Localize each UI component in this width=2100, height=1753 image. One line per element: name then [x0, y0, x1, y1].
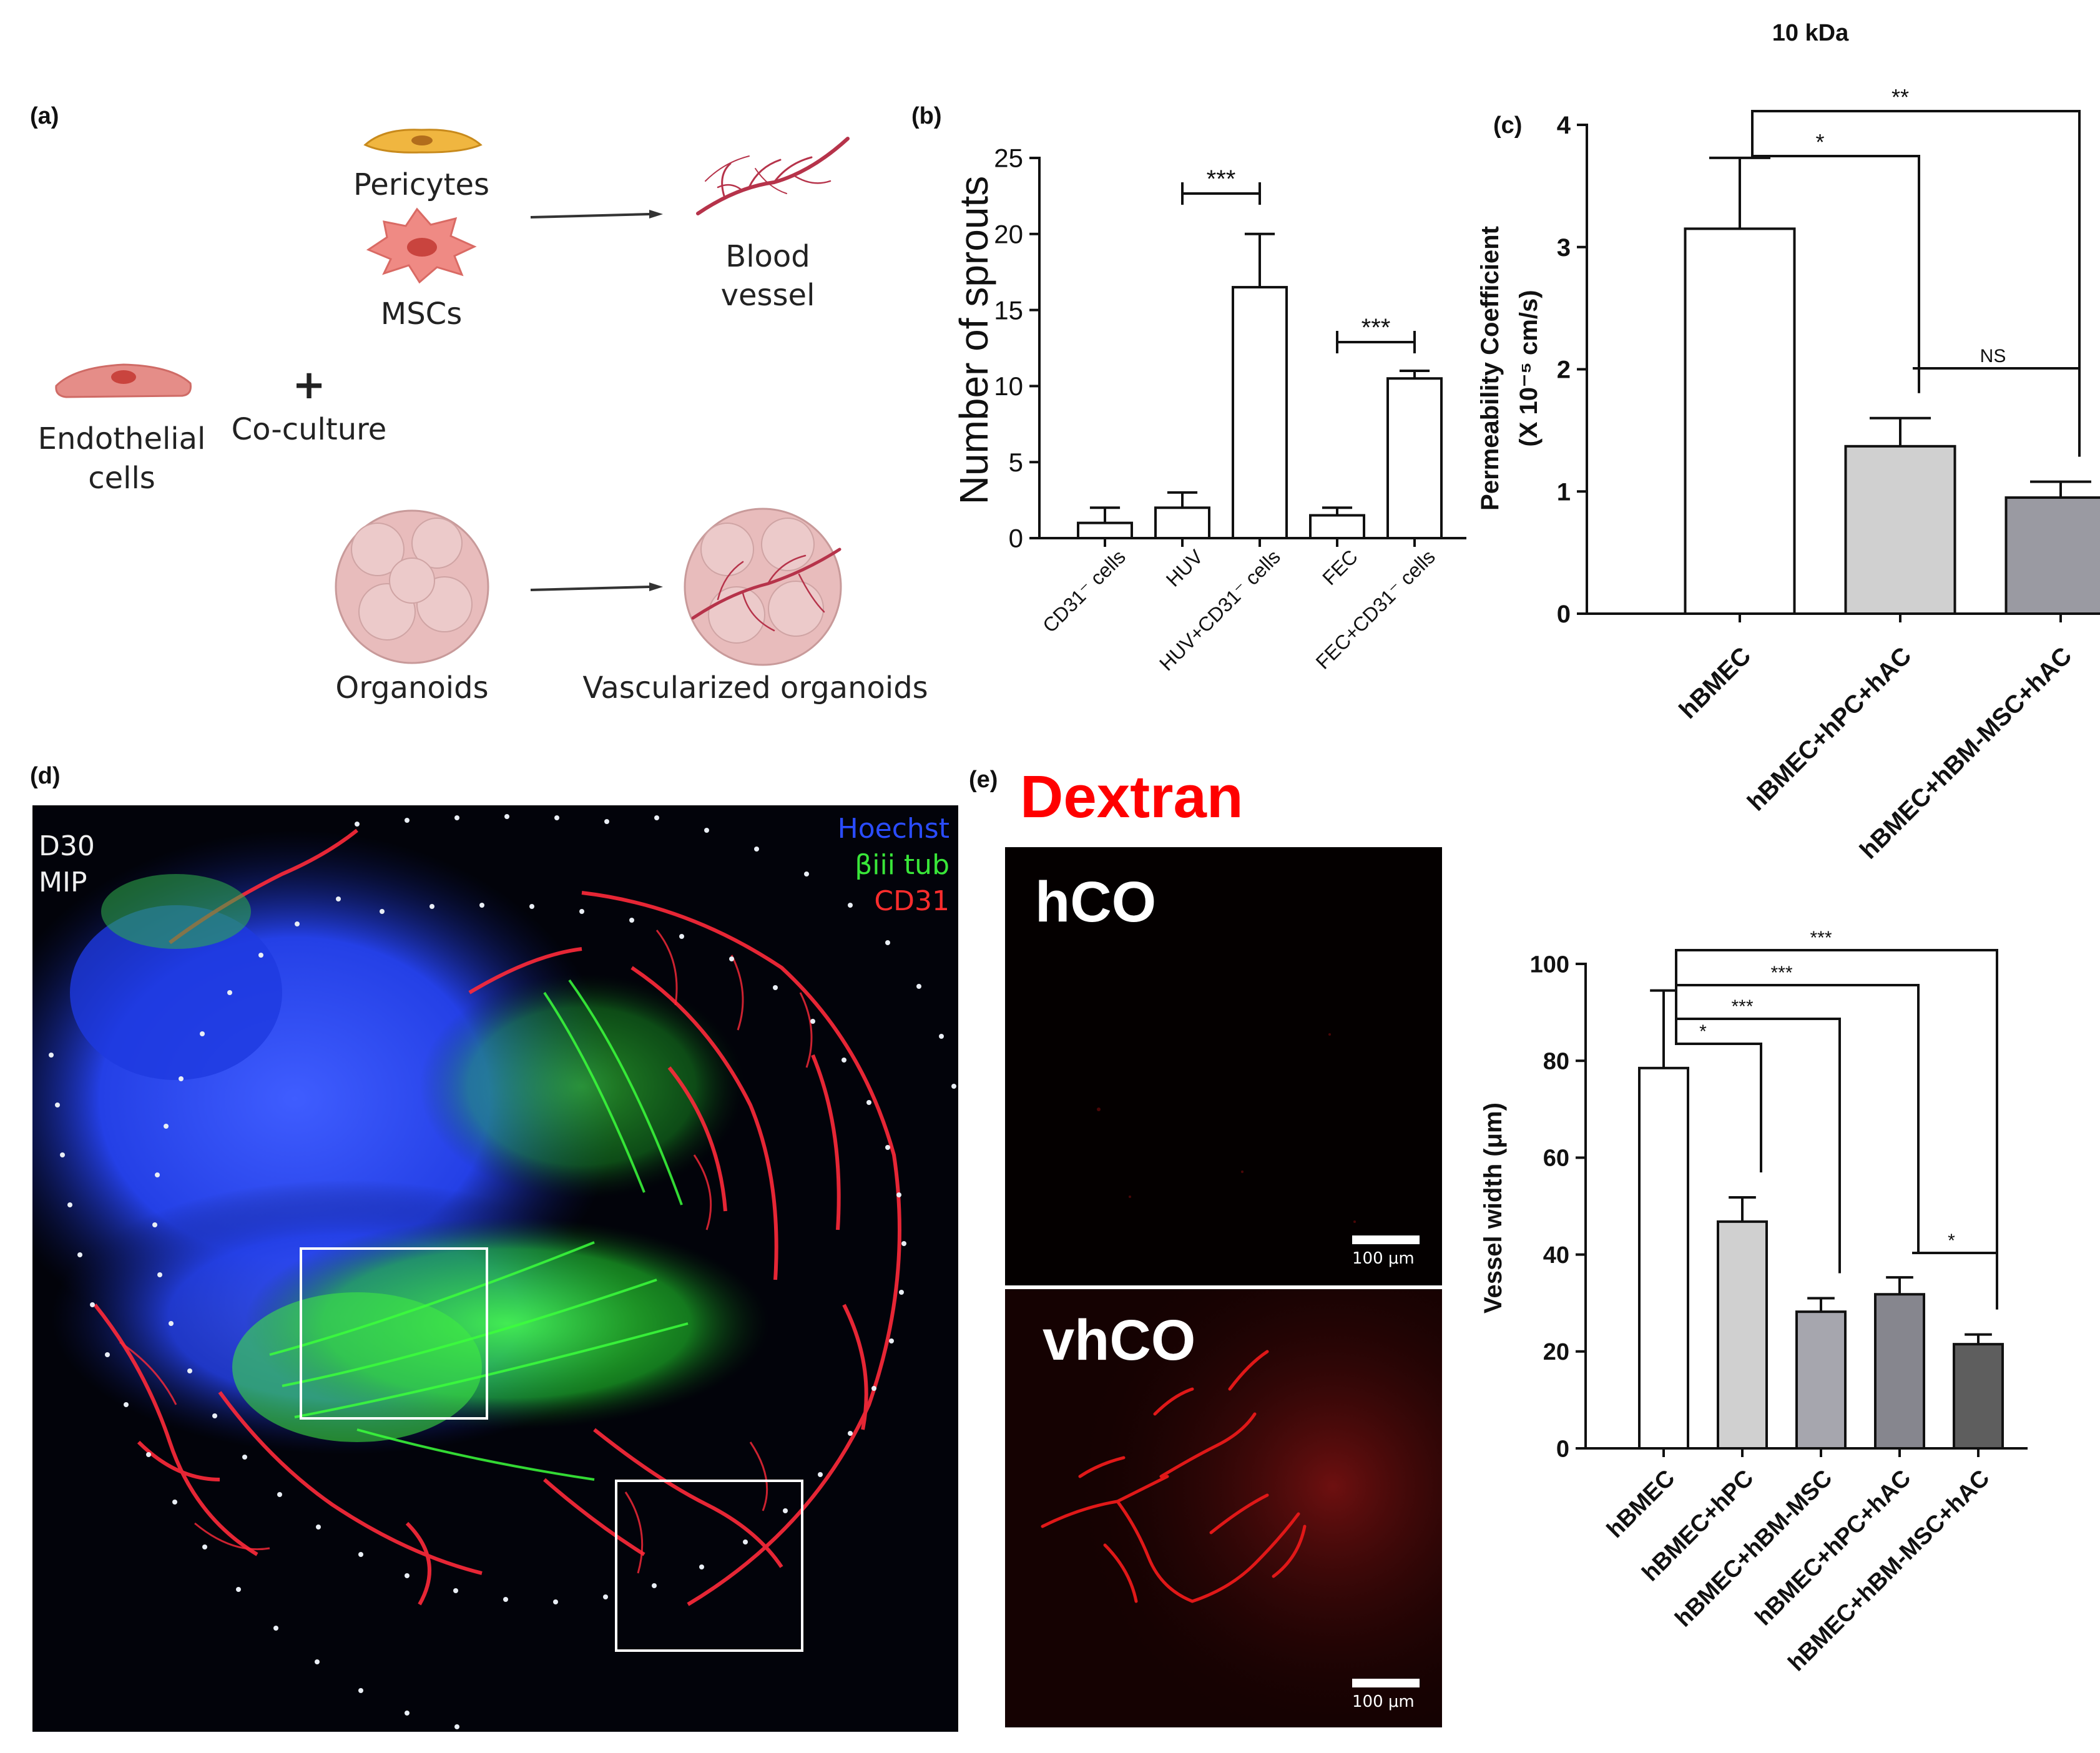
arrow-top-icon: [530, 210, 663, 219]
vessel_width-sig-label: ***: [1810, 928, 1832, 948]
vessel_width-sig-label: *: [1948, 1230, 1955, 1251]
permeability-sig-label: NS: [1980, 346, 2006, 366]
permeability-y-axis-label-2: (X 10⁻⁵ cm/s): [1515, 290, 1543, 446]
vessel_width-sig-label: ***: [1731, 996, 1753, 1017]
legend-betaiii-tub: βiii tub: [855, 849, 949, 881]
permeability-y-tick-label: 2: [1557, 356, 1571, 384]
sprouts-bar: [1154, 506, 1210, 540]
permeability-y-tick-label: 0: [1557, 601, 1571, 628]
blood-vessel-label-1: Blood: [725, 239, 810, 274]
pericytes-label: Pericytes: [353, 167, 489, 202]
vessel_width-y-tick-label: 100: [1530, 951, 1569, 978]
vhco-label: vhCO: [1043, 1309, 1196, 1372]
vhco-scale-bar: [1352, 1679, 1420, 1687]
panel-e-label: (e): [969, 767, 998, 793]
plus-sign: +: [292, 362, 326, 408]
arrow-bottom-icon: [530, 582, 663, 591]
hco-scale-text: 100 μm: [1352, 1249, 1415, 1268]
vessel_width-sig-bracket: [1675, 990, 1841, 1274]
vessel_width-bar: [1953, 1343, 2004, 1450]
permeability-sig-label: *: [1815, 129, 1824, 155]
vessel_width-x-tick-label: hBMEC+hPC+hAC: [1750, 1465, 1916, 1631]
sprouts-y-axis-label: Number of sprouts: [951, 176, 996, 504]
vessel_width-y-tick-label: 20: [1543, 1339, 1569, 1365]
endothelial-label-2: cells: [88, 461, 155, 496]
organoid-icon: [335, 509, 489, 664]
zoom-box-upper: [300, 1247, 488, 1420]
vessel_width-y-tick-label: 0: [1556, 1436, 1569, 1462]
organoid-micrograph: D30 MIP Hoechst βiii tub CD31: [32, 805, 958, 1732]
vessel_width-x-tick-label: hBMEC+hBM-MSC: [1671, 1465, 1838, 1633]
endothelial-label-1: Endothelial: [37, 421, 206, 456]
vessel_width-sig-label: ***: [1770, 963, 1792, 983]
permeability-top-title: 10 kDa: [1772, 20, 1849, 46]
vessel_width-sig-bracket: [1675, 984, 1920, 1253]
msc-cell-icon: [366, 207, 477, 284]
permeability-sig-label: **: [1891, 84, 1909, 110]
organoid-outline-dots: [49, 814, 956, 1729]
hco-label: hCO: [1035, 870, 1157, 934]
vessel_width-bar: [1874, 1293, 1925, 1450]
hco-micrograph: hCO 100 μm: [1005, 847, 1442, 1285]
permeability-y-tick-label: 3: [1557, 234, 1571, 262]
panel-a-label: (a): [30, 103, 59, 129]
permeability-sig-bracket: [1751, 110, 2081, 457]
vessel_width-sig-bracket: [1675, 949, 1998, 1310]
vessel_width-x-tick-label: hBMEC: [1602, 1465, 1680, 1543]
hco-scale-bar: [1352, 1235, 1420, 1244]
vhco-drawing: [1005, 1289, 1442, 1727]
vhco-scale-text: 100 μm: [1352, 1692, 1415, 1711]
legend-cd31: CD31: [874, 885, 949, 917]
blood-vessel-icon: [696, 137, 850, 215]
vessel_width-y-tick-label: 60: [1543, 1146, 1569, 1172]
hco-drawing: [1097, 1033, 1356, 1223]
vessel_width-bar: [1717, 1220, 1768, 1450]
organoids-label: Organoids: [335, 670, 489, 705]
vessel_width-bar: [1795, 1310, 1847, 1450]
sprouts-y-tick-label: 0: [1009, 524, 1023, 553]
panel-c-label: (c): [1493, 112, 1523, 139]
micrograph-day-label: D30: [39, 830, 95, 862]
micrograph-mip-label: MIP: [39, 867, 87, 898]
blood-vessel-label-2: vessel: [720, 278, 815, 313]
micrograph-drawing: [32, 814, 956, 1729]
vessel_width-y-tick-label: 40: [1543, 1242, 1569, 1269]
vessel_width-y-axis-label: Vessel width (μm): [1479, 1102, 1507, 1314]
sprouts-bar: [1232, 286, 1288, 539]
permeability-y-tick-label: 4: [1557, 112, 1571, 139]
vhco-micrograph: vhCO 100 μm: [1005, 1289, 1442, 1727]
schematic-a: [55, 129, 850, 666]
coculture-label: Co-culture: [231, 412, 387, 447]
permeability-y-tick-label: 1: [1557, 478, 1571, 506]
permeability-y-axis-label: Permeability Coefficient: [1476, 226, 1504, 511]
panel-b-label: (b): [911, 103, 942, 129]
pericyte-cell-icon: [363, 129, 483, 154]
permeability-bar: [2004, 496, 2100, 615]
mscs-label: MSCs: [380, 297, 463, 331]
endothelial-cell-icon: [55, 363, 192, 398]
vascularized-organoids-label: Vascularized organoids: [582, 670, 928, 705]
zoom-box-lower: [615, 1480, 803, 1652]
vessel_width-sig-label: *: [1699, 1021, 1707, 1042]
vessel_width-bar: [1638, 1066, 1689, 1450]
sprouts-y-tick-label: 10: [994, 371, 1023, 401]
sprouts-sig-label: ***: [1362, 314, 1391, 341]
panel-d-label: (d): [30, 763, 61, 789]
sprouts-y-tick-label: 25: [994, 144, 1023, 173]
sprouts-sig-label: ***: [1207, 165, 1236, 193]
sprouts-y-tick-label: 15: [994, 295, 1023, 325]
legend-hoechst: Hoechst: [837, 813, 949, 845]
dextran-title: Dextran: [1020, 764, 1244, 830]
vessel_width-y-tick-label: 80: [1543, 1049, 1569, 1075]
vascularized-organoid-icon: [684, 508, 842, 666]
sprouts-y-tick-label: 5: [1009, 448, 1023, 477]
sprouts-y-tick-label: 20: [994, 220, 1023, 249]
